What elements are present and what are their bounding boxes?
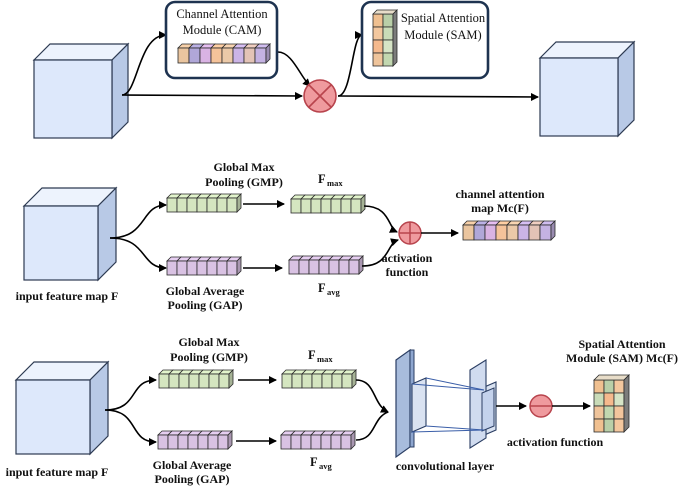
arrow-to-cam-gap [109, 237, 167, 272]
spatial-map-label-line2: Module (SAM) Mc(F) [566, 351, 678, 365]
cam-add-operator [398, 221, 422, 245]
sam-input-cube [14, 360, 110, 456]
arrow-to-cam [121, 31, 167, 96]
svg-text:avg: avg [319, 461, 333, 471]
sam-gap-vector [157, 430, 233, 450]
cam-activation-line2: function [386, 265, 429, 279]
output-cube [538, 40, 636, 138]
arrow-to-output [337, 92, 539, 101]
cam-input-label: input feature map F [16, 289, 119, 303]
cam-favg-vector [288, 255, 364, 275]
svg-text:max: max [327, 178, 343, 188]
sam-favg-vector [280, 430, 356, 450]
arrow-cam-to-multiply [277, 51, 311, 87]
cam-gap-vector [166, 256, 242, 276]
arrow-to-sam-gap [104, 409, 157, 446]
sam-activation-label: activation function [507, 435, 604, 449]
channel-attention-map-vector [462, 220, 556, 241]
svg-text:max: max [317, 354, 333, 364]
input-cube [32, 42, 130, 140]
multiply-operator [303, 79, 337, 113]
svg-text:F: F [318, 172, 326, 186]
cam-channel-map-icon [177, 43, 271, 64]
sam-input-label: input feature map F [6, 465, 109, 479]
cam-gmp-label-line1: Global Max [213, 160, 274, 174]
arrow-to-sam-gmp [104, 376, 157, 411]
svg-text:F: F [318, 281, 326, 295]
cam-detail-section: input feature map F Global Max Pooling (… [16, 160, 556, 312]
convolutional-layer [395, 348, 497, 459]
cam-gmp-label-line2: Pooling (GMP) [205, 175, 283, 189]
arrow-fmax-to-conv [355, 379, 389, 413]
conv-layer-label: convolutional layer [396, 459, 495, 473]
arrow-to-sam [337, 31, 363, 97]
cam-gap-label-line2: Pooling (GAP) [168, 298, 243, 312]
sam-gmp-label-line2: Pooling (GMP) [170, 350, 248, 364]
sam-spatial-map-icon [372, 9, 398, 67]
sam-gmp-vector [158, 369, 234, 389]
channel-map-label-line1: channel attention [455, 187, 544, 201]
cam-input-cube [22, 186, 118, 282]
sam-gap-label-line1: Global Average [153, 458, 232, 472]
cam-favg-label: F avg [318, 281, 341, 297]
spatial-map-label-line1: Spatial Attention [578, 337, 665, 351]
sam-activation-operator [529, 394, 553, 418]
arrow-input-to-multiply [121, 91, 303, 100]
cam-label-line2: Module (CAM) [183, 23, 262, 37]
cam-fmax-vector [290, 194, 366, 214]
spatial-attention-map-icon [593, 374, 630, 433]
sam-detail-section: input feature map F Global Max Pooling (… [6, 335, 678, 486]
cam-label-line1: Channel Attention [176, 7, 268, 21]
sam-label-line2: Module (SAM) [404, 28, 481, 42]
sam-gap-label-line2: Pooling (GAP) [155, 472, 230, 486]
cam-gmp-vector [166, 193, 242, 213]
cam-gap-label-line1: Global Average [166, 284, 245, 298]
sam-fmax-label: F max [308, 348, 333, 364]
overview-section: Channel Attention Module (CAM) Spatial A… [32, 0, 636, 140]
svg-text:F: F [308, 348, 316, 362]
sam-favg-label: F avg [310, 455, 333, 471]
arrow-to-cam-gmp [109, 201, 167, 239]
svg-text:avg: avg [327, 287, 341, 297]
arrow-fmax-to-add [363, 205, 398, 233]
channel-map-label-line2: map Mc(F) [471, 201, 529, 215]
svg-text:F: F [310, 455, 318, 469]
arrow-favg-to-add [361, 238, 399, 267]
sam-label-line1: Spatial Attention [401, 11, 486, 25]
cam-activation-line1: activation [382, 251, 433, 265]
sam-gmp-label-line1: Global Max [178, 335, 239, 349]
cam-fmax-label: F max [318, 172, 343, 188]
sam-fmax-vector [281, 369, 357, 389]
arrow-favg-to-conv [355, 411, 389, 441]
